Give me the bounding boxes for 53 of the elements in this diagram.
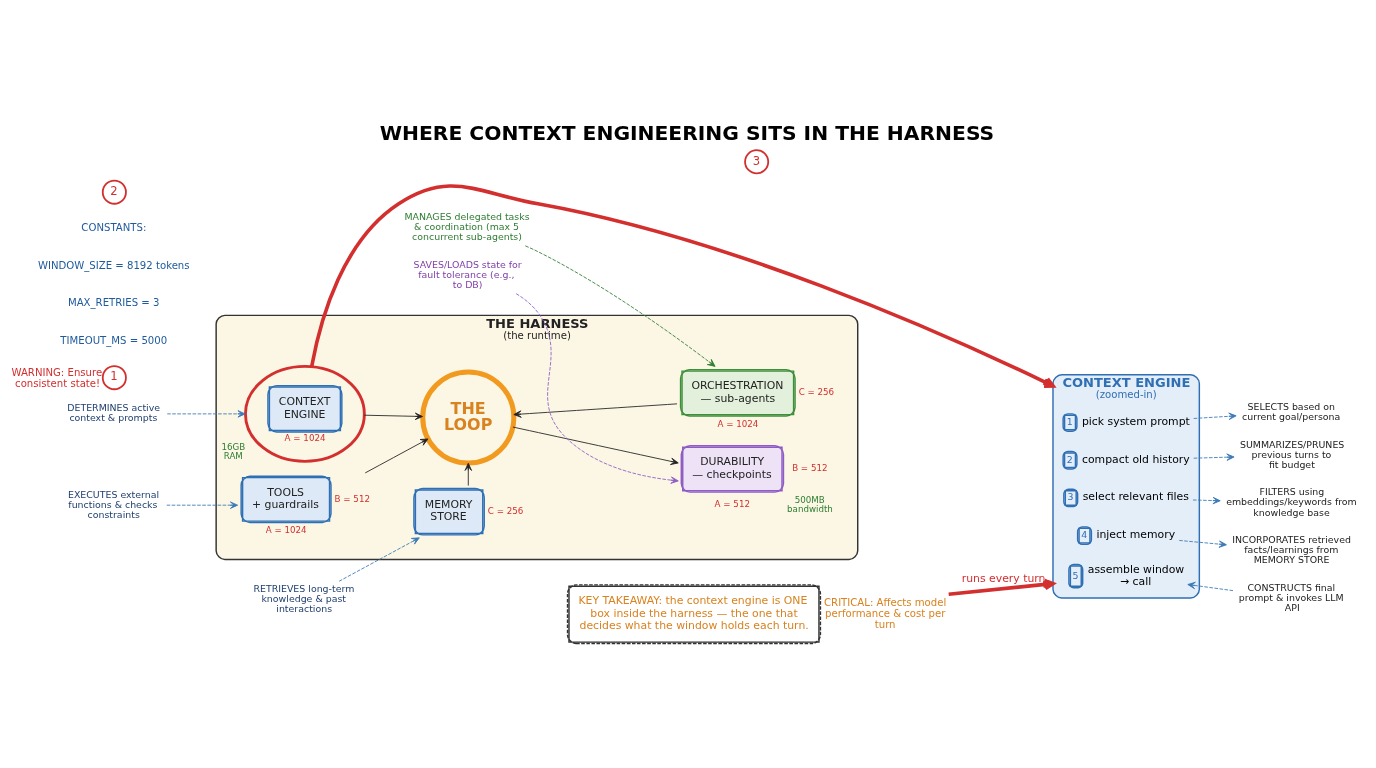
arrow (524, 245, 716, 367)
arrow (166, 501, 239, 509)
node-text: CONSTRUCTS final prompt & invokes LLM API (1238, 581, 1344, 614)
node-text: SELECTS based on current goal/persona (1242, 400, 1341, 422)
node-circle: 2 (101, 179, 127, 205)
node-label: B = 512 (334, 493, 370, 504)
node-label: C = 256 (798, 387, 835, 398)
node-text: RETRIEVES long-term knowledge & past interactions (253, 582, 355, 614)
arrow (1187, 581, 1234, 592)
label: MAX_RETRIES = 3 (67, 297, 160, 309)
arrow (1193, 412, 1237, 420)
label: CONSTANTS: (81, 222, 147, 234)
arrow (309, 184, 1055, 388)
label: WINDOW_SIZE = 8192 tokens (37, 259, 190, 271)
node-circle: 1 (101, 365, 127, 391)
node-ellipse: CONTEXT ENGINE A = 1024 (244, 364, 366, 463)
node-label: compact old history (1081, 452, 1190, 466)
arrow (363, 412, 423, 421)
edge-label: runs every turn (961, 571, 1046, 585)
node-label: assemble window → call (1087, 562, 1185, 588)
arrow (1193, 453, 1235, 461)
arrow (464, 462, 472, 486)
arrow (364, 438, 429, 474)
node-label: select relevant files (1082, 490, 1189, 504)
node-label: B = 512 (792, 463, 828, 474)
node-label: A = 1024 (717, 418, 759, 429)
node-label: 500MB bandwidth (787, 494, 833, 515)
node-label: A = 512 (714, 499, 750, 510)
node-label: CRITICAL: Affects model performance & cost per turn (824, 597, 947, 630)
arrow (1178, 540, 1227, 548)
node-text: EXECUTES external functions & checks constraints (67, 488, 160, 520)
node-label: 16GB RAM (221, 441, 246, 462)
arrow (513, 403, 678, 418)
node-text: INCORPORATES retrieved facts/learnings from MEMORY STORE (1232, 534, 1351, 566)
node-label: pick system prompt (1081, 415, 1190, 429)
arrow (948, 578, 1056, 597)
node-label: WARNING: Ensure consistent state! (11, 366, 103, 389)
node-text: FILTERS using embeddings/keywords from knowledge base (1226, 486, 1357, 518)
node-text: SAVES/LOADS state for fault tolerance (e.g., to DB) (413, 258, 522, 291)
label: TIMEOUT_MS = 5000 (60, 335, 168, 347)
arrow (515, 293, 679, 484)
arrow (338, 537, 420, 582)
arrow (512, 426, 679, 466)
node-label: inject memory (1096, 528, 1176, 542)
arrow (1192, 496, 1221, 505)
node-label: A = 1024 (265, 525, 307, 536)
node-text: MANAGES delegated tasks & coordination (max 5 concurrent sub-agents) (404, 211, 530, 243)
node-circle: 3 (744, 149, 770, 175)
arrow (166, 410, 246, 418)
node-text: SUMMARIZES/PRUNES previous turns to fit budget (1239, 438, 1345, 470)
node-text: DETERMINES active context & prompts (67, 402, 161, 424)
node-label: C = 256 (487, 505, 524, 516)
diagram-title: WHERE CONTEXT ENGINEERING SITS IN THE HARNESS (379, 121, 995, 146)
